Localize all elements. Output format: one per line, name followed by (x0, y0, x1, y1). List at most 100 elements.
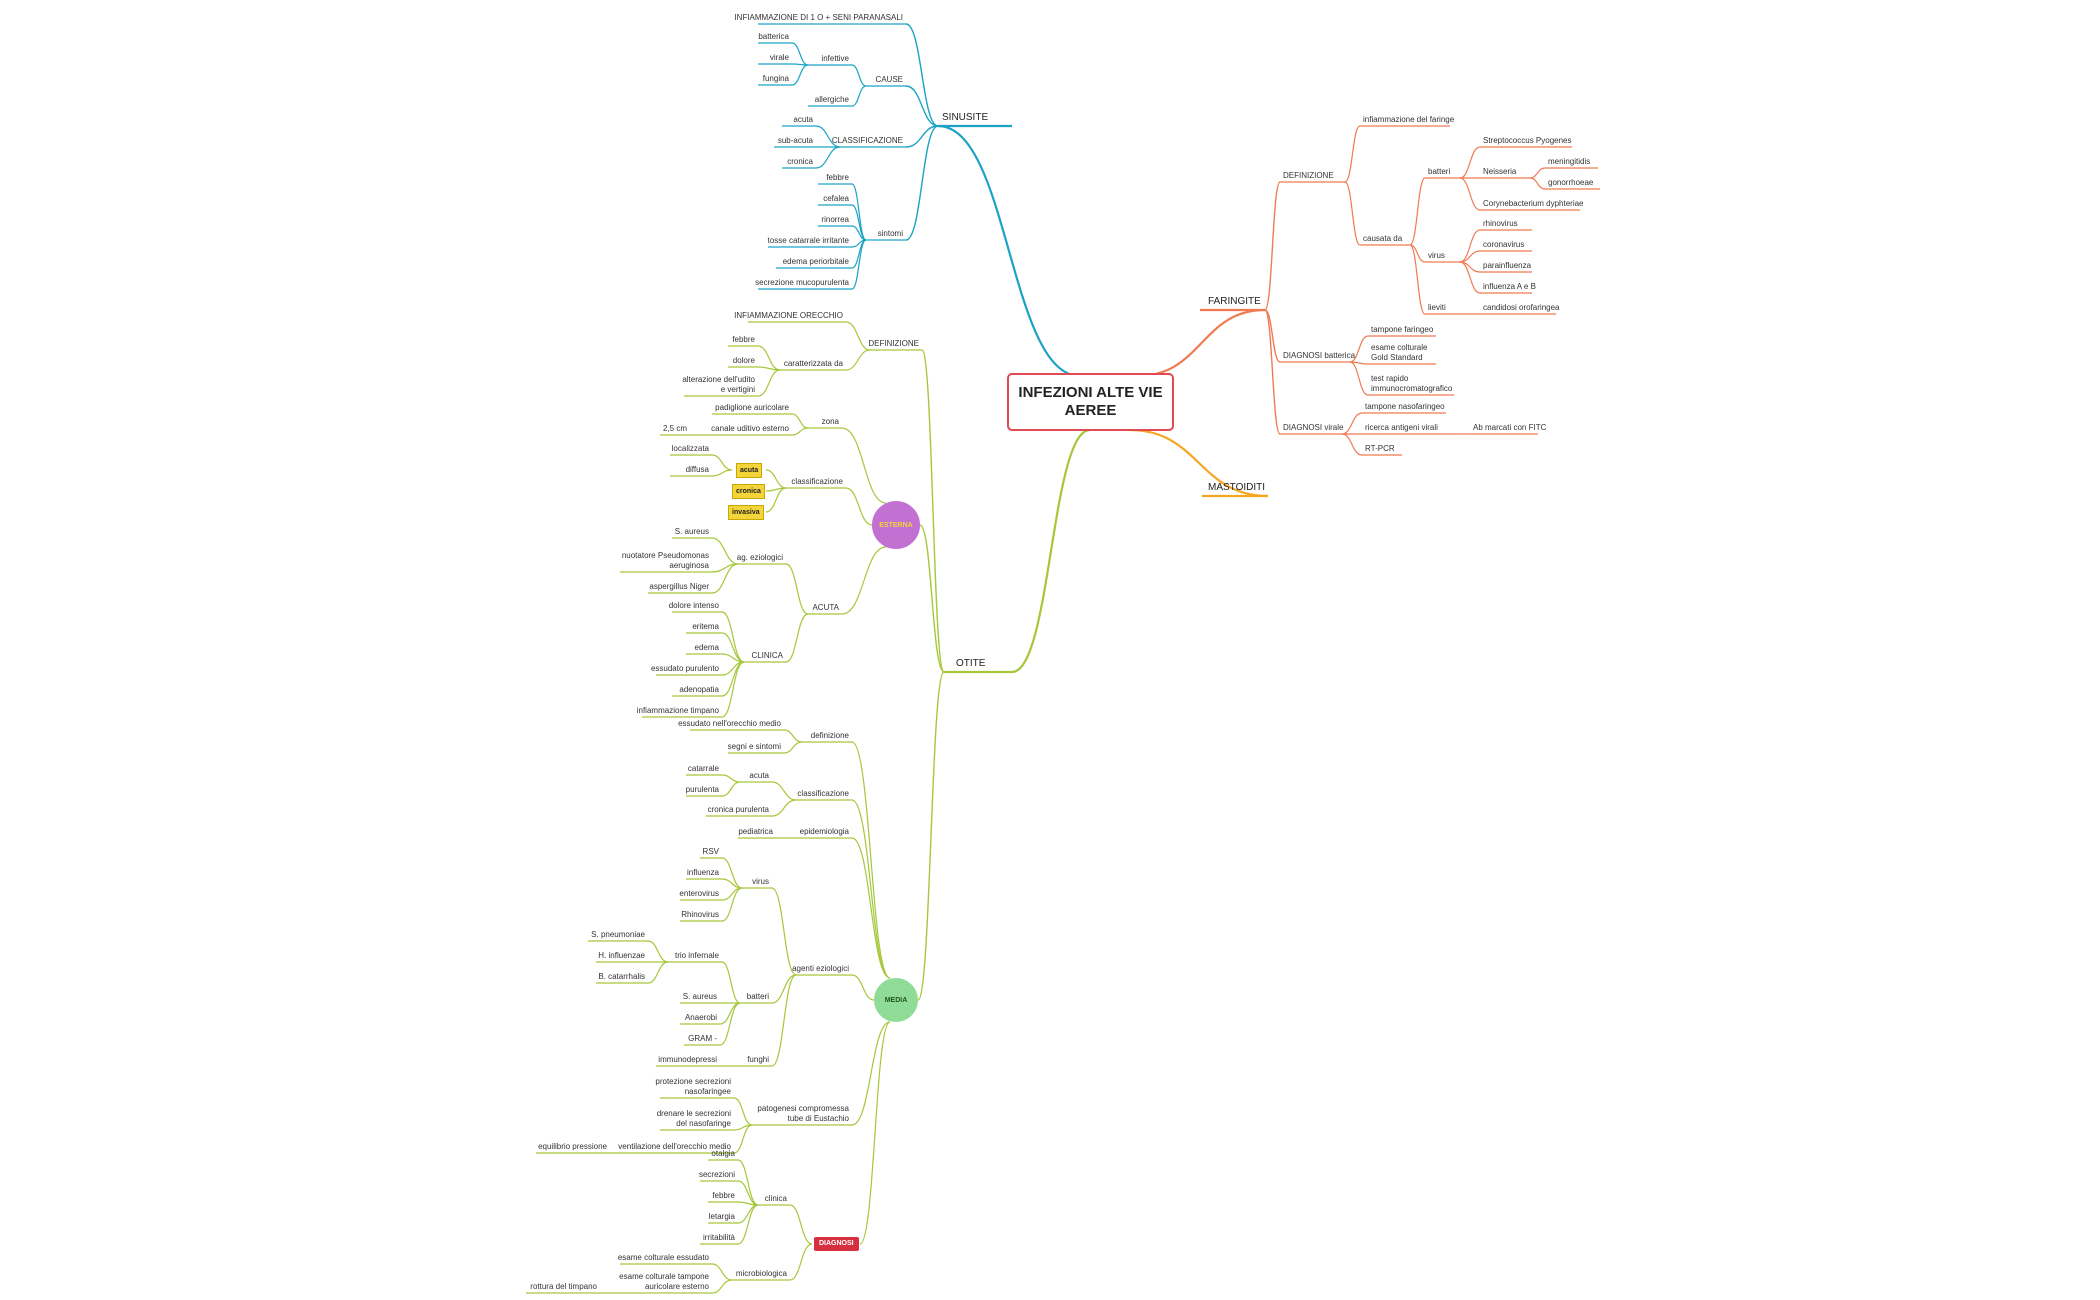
esterna-zona[interactable]: zona (821, 417, 839, 426)
esterna-clinica[interactable]: CLINICA (751, 651, 783, 660)
media-rsv[interactable]: RSV (702, 847, 719, 856)
media-ventilazione[interactable]: ventilazione dell'orecchio medio (618, 1142, 731, 1151)
sinusite-classificazione[interactable]: CLASSIFICAZIONE (831, 136, 903, 145)
esterna-nuotatore[interactable]: nuotatore Pseudomonas aeruginosa (621, 551, 709, 570)
esterna-canale[interactable]: canale uditivo esterno (711, 424, 789, 433)
faringite-coryne[interactable]: Corynebacterium dyphteriae (1483, 199, 1584, 208)
esterna-edema[interactable]: edema (694, 643, 719, 652)
esterna-padiglione[interactable]: padiglione auricolare (715, 403, 789, 412)
branch-mastoiditi-label[interactable]: MASTOIDITI (1208, 482, 1266, 493)
central-topic[interactable]: INFEZIONI ALTE VIE AEREE (1007, 373, 1174, 431)
esterna-aspergillus[interactable]: aspergillus Niger (649, 582, 709, 591)
faringite-neisseria[interactable]: Neisseria (1483, 167, 1517, 176)
media-rottura[interactable]: rottura del timpano (530, 1282, 597, 1291)
esterna-cm[interactable]: 2,5 cm (662, 424, 687, 433)
faringite-coronavirus[interactable]: coronavirus (1483, 240, 1525, 249)
media-segni[interactable]: segni e sintomi (727, 742, 781, 751)
esterna-timpano[interactable]: infiammazione timpano (636, 706, 719, 715)
otite-definizione[interactable]: DEFINIZIONE (868, 339, 919, 348)
sinusite-infiammazione[interactable]: INFIAMMAZIONE DI 1 O + SENI PARANASALI (734, 13, 903, 22)
media-clinica[interactable]: clinica (764, 1194, 787, 1203)
esterna-invasiva-highlight[interactable]: invasiva (728, 505, 764, 520)
sinusite-batterica[interactable]: batterica (758, 32, 789, 41)
media-drenare[interactable]: drenare le secrezioni del nasofaringe (656, 1109, 731, 1128)
media-essudato[interactable]: essudato nell'orecchio medio (678, 719, 781, 728)
faringite-rtpcr[interactable]: RT-PCR (1365, 444, 1395, 453)
media-trio[interactable]: trio infernale (674, 951, 719, 960)
media-pediatrica[interactable]: pediatrica (738, 827, 773, 836)
media-purulenta[interactable]: purulenta (685, 785, 719, 794)
faringite-test[interactable]: test rapido immunocromatografico (1371, 374, 1453, 393)
sinusite-subacuta[interactable]: sub-acuta (777, 136, 813, 145)
otite-caratterizzata[interactable]: caratterizzata da (783, 359, 843, 368)
faringite-diagnosi-virale[interactable]: DIAGNOSI virale (1283, 423, 1344, 432)
esterna-acuta-highlight[interactable]: acuta (736, 463, 763, 478)
faringite-infiammazione[interactable]: infiammazione del faringe (1363, 115, 1455, 124)
faringite-meningitidis[interactable]: meningitidis (1548, 157, 1591, 166)
faringite-strepto[interactable]: Streptococcus Pyogenes (1483, 136, 1572, 145)
media-febbre[interactable]: febbre (712, 1191, 735, 1200)
media-esame-essudato[interactable]: esame colturale essudato (617, 1253, 709, 1262)
sinusite-cause[interactable]: CAUSE (875, 75, 903, 84)
branch-faringite-label[interactable]: FARINGITE (1208, 296, 1261, 307)
sinusite-edema[interactable]: edema periorbitale (782, 257, 849, 266)
esterna-essudato[interactable]: essudato purulento (650, 664, 719, 673)
media-diagnosi-tag[interactable]: DIAGNOSI (814, 1237, 859, 1251)
otite-dolore[interactable]: dolore (732, 356, 755, 365)
faringite-candidosi[interactable]: candidosi orofaringea (1483, 303, 1560, 312)
media-acuta[interactable]: acuta (749, 771, 769, 780)
esterna-cronica-highlight[interactable]: cronica (732, 484, 765, 499)
sinusite-febbre[interactable]: febbre (826, 173, 849, 182)
media-definizione[interactable]: definizione (810, 731, 849, 740)
media-otalgia[interactable]: otalgia (711, 1149, 735, 1158)
faringite-virus[interactable]: virus (1428, 251, 1445, 260)
faringite-lieviti[interactable]: lieviti (1428, 303, 1446, 312)
esterna-saureus[interactable]: S. aureus (674, 527, 709, 536)
sinusite-virale[interactable]: virale (769, 53, 789, 62)
media-anaerobi[interactable]: Anaerobi (684, 1013, 717, 1022)
faringite-rhinovirus[interactable]: rhinovirus (1483, 219, 1518, 228)
branch-otite-label[interactable]: OTITE (956, 658, 986, 669)
esterna-ag[interactable]: ag. eziologici (736, 553, 783, 562)
faringite-diagnosi-batterica[interactable]: DIAGNOSI batterica (1283, 351, 1356, 360)
otite-alterazione[interactable]: alterazione dell'udito e vertigini (682, 375, 755, 394)
esterna-localizzata[interactable]: localizzata (671, 444, 709, 453)
sinusite-secrezione[interactable]: secrezione mucopurulenta (755, 278, 849, 287)
faringite-influenza[interactable]: influenza A e B (1483, 282, 1536, 291)
sinusite-cronica[interactable]: cronica (787, 157, 813, 166)
esterna-dolore[interactable]: dolore intenso (668, 601, 719, 610)
media-protezione[interactable]: protezione secrezioni nasofaringee (655, 1077, 731, 1096)
sinusite-acuta[interactable]: acuta (793, 115, 813, 124)
sinusite-cefalea[interactable]: cefalea (823, 194, 849, 203)
media-virus[interactable]: virus (752, 877, 769, 886)
sinusite-fungina[interactable]: fungina (762, 74, 789, 83)
media-funghi[interactable]: funghi (747, 1055, 769, 1064)
media-catarrale[interactable]: catarrale (687, 764, 719, 773)
esterna-diffusa[interactable]: diffusa (685, 465, 709, 474)
esterna-acuta-node[interactable]: ACUTA (812, 603, 839, 612)
media-batteri[interactable]: batteri (746, 992, 769, 1001)
faringite-ab[interactable]: Ab marcati con FITC (1473, 423, 1547, 432)
media-irritabilita[interactable]: irritabilità (702, 1233, 735, 1242)
media-esame-tampone[interactable]: esame colturale tampone auricolare ester… (619, 1272, 709, 1291)
sinusite-sintomi[interactable]: sintomi (877, 229, 903, 238)
faringite-ricerca[interactable]: ricerca antigeni virali (1365, 423, 1438, 432)
faringite-tampone[interactable]: tampone faringeo (1371, 325, 1434, 334)
faringite-definizione[interactable]: DEFINIZIONE (1283, 171, 1334, 180)
faringite-causata[interactable]: causata da (1363, 234, 1403, 243)
media-secrezioni[interactable]: secrezioni (698, 1170, 735, 1179)
media-epidemiologia[interactable]: epidemiologia (799, 827, 849, 836)
faringite-tampone-naso[interactable]: tampone nasofaringeo (1365, 402, 1445, 411)
sinusite-infettive[interactable]: infettive (821, 54, 849, 63)
media-saureus[interactable]: S. aureus (682, 992, 717, 1001)
otite-infiammazione[interactable]: INFIAMMAZIONE ORECCHIO (734, 311, 843, 320)
branch-sinusite-label[interactable]: SINUSITE (942, 112, 989, 123)
media-spneumoniae[interactable]: S. pneumoniae (591, 930, 645, 939)
media-agenti[interactable]: agenti eziologici (792, 964, 849, 973)
media-circle-node[interactable]: MEDIA (874, 978, 918, 1022)
faringite-esame[interactable]: esame colturale Gold Standard (1371, 343, 1428, 362)
esterna-classificazione[interactable]: classificazione (791, 477, 843, 486)
esterna-circle-node[interactable]: ESTERNA (872, 501, 920, 549)
media-immuno[interactable]: immunodepressi (658, 1055, 717, 1064)
otite-febbre[interactable]: febbre (732, 335, 755, 344)
